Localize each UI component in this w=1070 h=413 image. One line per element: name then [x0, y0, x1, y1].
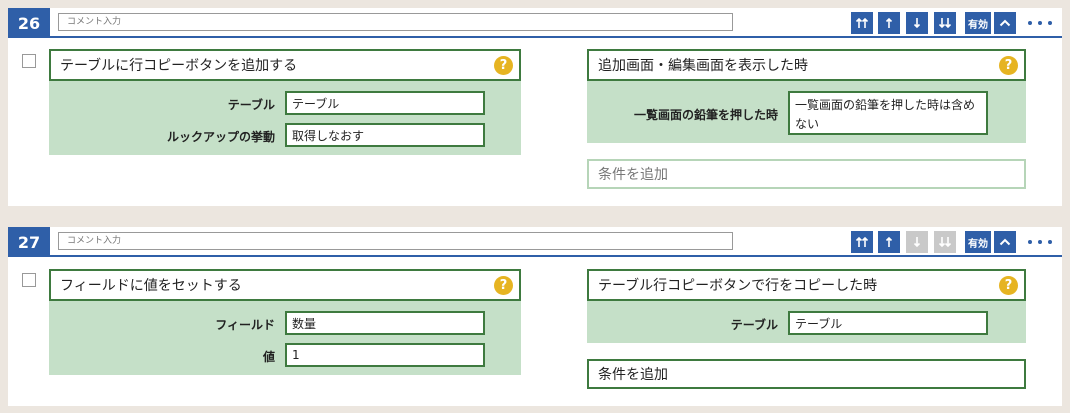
move-top-button[interactable]: [851, 231, 873, 253]
condition-title[interactable]: 追加画面・編集画面を表示した時 ?: [587, 49, 1026, 81]
rule-card-27: 27 有効 フィールドに値をセットする ? フィールド 数量 値 1 テーブル行…: [8, 227, 1062, 406]
table-select[interactable]: テーブル: [788, 311, 988, 335]
condition-fields: テーブル テーブル: [587, 301, 1026, 343]
action-title[interactable]: テーブルに行コピーボタンを追加する ?: [49, 49, 521, 81]
chevron-up-icon: [999, 19, 1011, 27]
rule-card-26: 26 有効 テーブルに行コピーボタンを追加する ? テーブル テーブル ルックア…: [8, 8, 1062, 206]
move-down-button[interactable]: [906, 12, 928, 34]
comment-input[interactable]: [58, 13, 733, 31]
valid-toggle-button[interactable]: 有効: [965, 231, 991, 253]
lookup-behavior-select[interactable]: 取得しなおす: [285, 123, 485, 147]
field-label: テーブル: [227, 98, 275, 112]
chevron-up-icon: [999, 238, 1011, 246]
move-down-button[interactable]: [906, 231, 928, 253]
move-up-button[interactable]: [878, 231, 900, 253]
condition-title-text: テーブル行コピーボタンで行をコピーした時: [598, 278, 878, 294]
rule-checkbox[interactable]: [22, 273, 36, 287]
rule-checkbox[interactable]: [22, 54, 36, 68]
add-condition-button[interactable]: 条件を追加: [587, 159, 1026, 189]
condition-fields: 一覧画面の鉛筆を押した時 一覧画面の鉛筆を押した時は含めない: [587, 81, 1026, 143]
rule-header: 26 有効: [8, 8, 1062, 38]
comment-input[interactable]: [58, 232, 733, 250]
more-dots-icon[interactable]: [1026, 231, 1054, 253]
valid-toggle-button[interactable]: 有効: [965, 12, 991, 34]
up-arrow-icon: [885, 17, 893, 28]
condition-title[interactable]: テーブル行コピーボタンで行をコピーした時 ?: [587, 269, 1026, 301]
rule-number: 26: [8, 8, 50, 38]
more-dots-icon[interactable]: [1026, 12, 1054, 34]
action-fields: フィールド 数量 値 1: [49, 301, 521, 375]
field-label: 一覧画面の鉛筆を押した時: [633, 108, 778, 122]
field-label: ルックアップの挙動: [166, 130, 275, 144]
action-title-text: テーブルに行コピーボタンを追加する: [60, 58, 298, 74]
action-fields: テーブル テーブル ルックアップの挙動 取得しなおす: [49, 81, 521, 155]
double-up-arrow-icon: [855, 17, 869, 28]
double-down-arrow-icon: [938, 237, 952, 248]
question-icon[interactable]: ?: [494, 56, 513, 75]
move-bottom-button[interactable]: [934, 12, 956, 34]
question-icon[interactable]: ?: [494, 276, 513, 295]
action-title[interactable]: フィールドに値をセットする ?: [49, 269, 521, 301]
value-input[interactable]: 1: [285, 343, 485, 367]
table-select[interactable]: テーブル: [285, 91, 485, 115]
action-title-text: フィールドに値をセットする: [60, 278, 242, 294]
rule-number: 27: [8, 227, 50, 257]
question-icon[interactable]: ?: [999, 56, 1018, 75]
add-condition-button[interactable]: 条件を追加: [587, 359, 1026, 389]
field-label: テーブル: [730, 318, 778, 332]
collapse-button[interactable]: [994, 231, 1016, 253]
condition-title-text: 追加画面・編集画面を表示した時: [598, 58, 808, 74]
up-arrow-icon: [885, 236, 893, 247]
question-icon[interactable]: ?: [999, 276, 1018, 295]
pencil-option-select[interactable]: 一覧画面の鉛筆を押した時は含めない: [788, 91, 988, 135]
down-arrow-icon: [913, 237, 921, 248]
rule-header: 27 有効: [8, 227, 1062, 257]
field-label: フィールド: [215, 318, 275, 332]
move-up-button[interactable]: [878, 12, 900, 34]
down-arrow-icon: [913, 18, 921, 29]
double-down-arrow-icon: [938, 18, 952, 29]
collapse-button[interactable]: [994, 12, 1016, 34]
move-bottom-button[interactable]: [934, 231, 956, 253]
field-select[interactable]: 数量: [285, 311, 485, 335]
field-label: 値: [262, 350, 275, 364]
double-up-arrow-icon: [855, 236, 869, 247]
move-top-button[interactable]: [851, 12, 873, 34]
